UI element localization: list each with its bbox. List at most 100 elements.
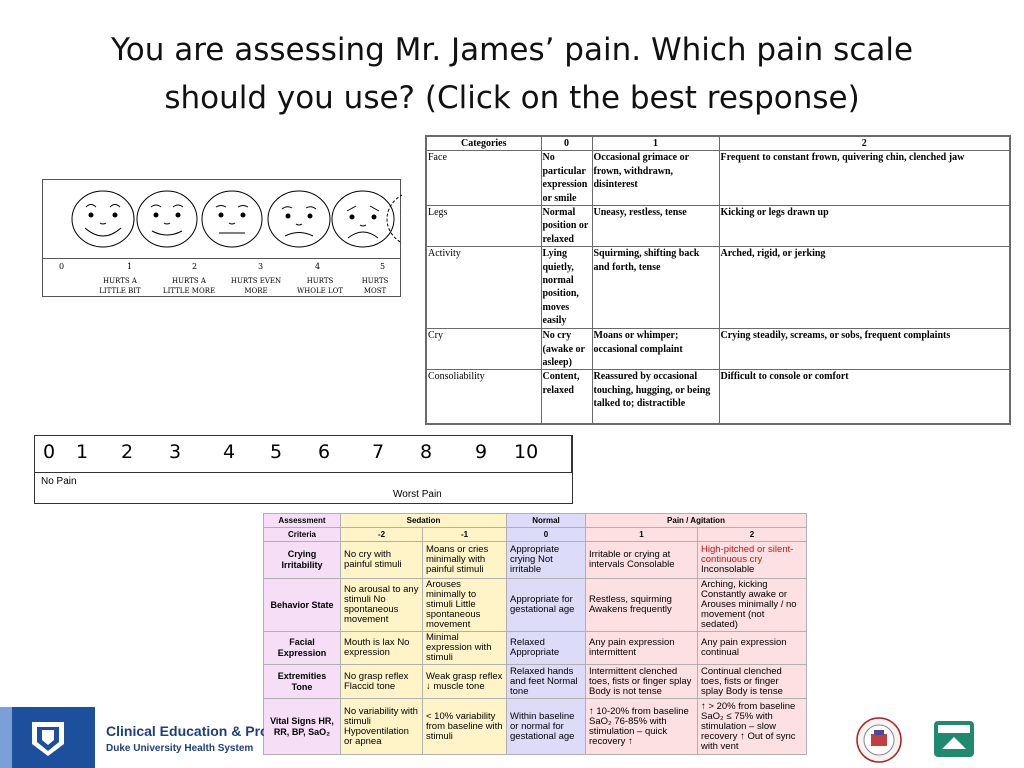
npass-cell: No cry with painful stimuli (340, 541, 423, 579)
flacc-header-row: Categories 0 1 2 (425, 135, 1011, 152)
table-row: Cry No cry (awake or asleep) Moans or wh… (425, 328, 1011, 371)
table-row: Behavior State No arousal to any stimuli… (263, 578, 807, 632)
flacc-cell: Arched, rigid, or jerking (718, 246, 1011, 330)
flacc-cell: Content, relaxed (540, 369, 593, 425)
flacc-cell: Difficult to console or comfort (718, 369, 1011, 425)
flacc-category: Legs (425, 205, 542, 248)
npass-cell: Intermittent clenched toes, fists or fin… (585, 664, 698, 699)
table-row: Crying Irritability No cry with painful … (263, 541, 807, 579)
npass-cell: ↑ > 20% from baseline SaO₂ ≤ 75% with st… (697, 698, 807, 755)
scale-number: 7 (372, 441, 385, 463)
npass-cell: Continual clenched toes, fists or finger… (697, 664, 807, 699)
flacc-cell: No cry (awake or asleep) (540, 328, 593, 371)
npass-cell: Restless, squirming Awakens frequently (585, 578, 698, 632)
npass-header-row: Assessment Sedation Normal Pain / Agitat… (263, 513, 807, 528)
face-number: 2 (192, 262, 198, 271)
npass-criteria-value: -2 (340, 527, 423, 542)
table-row: Legs Normal position or relaxed Uneasy, … (425, 205, 1011, 248)
npass-cell: Weak grasp reflex ↓ muscle tone (422, 664, 507, 699)
face-number: 1 (127, 262, 133, 271)
npass-criteria-value: 1 (585, 527, 698, 542)
flacc-cell: Uneasy, restless, tense (591, 205, 720, 248)
scale-number: 4 (223, 441, 236, 463)
npass-row-label: Facial Expression (263, 631, 341, 665)
flacc-cell: Normal position or relaxed (540, 205, 593, 248)
npass-criteria-value: 0 (506, 527, 586, 542)
npass-cell: Minimal expression with stimuli (422, 631, 507, 665)
npass-cell: Moans or cries minimally with painful st… (422, 541, 507, 579)
face-4-icon (331, 190, 395, 248)
scale-divider (571, 436, 572, 473)
npass-cell: Irritable or crying at intervals Consola… (585, 541, 698, 579)
npass-pain-header: Pain / Agitation (585, 513, 807, 528)
npass-row-label: Crying Irritability (263, 541, 341, 579)
npass-cell: Relaxed hands and feet Normal tone (506, 664, 586, 699)
seal-logo-icon (856, 717, 902, 763)
flacc-category: Activity (425, 246, 542, 330)
npass-cell: Relaxed Appropriate (506, 631, 586, 665)
face-number: 4 (315, 262, 321, 271)
npass-red-text: High-pitched or silent-continuous cry (701, 544, 794, 565)
face-2-icon (201, 190, 263, 248)
face-number: 0 (59, 262, 65, 271)
numeric-scale-numbers: 0 1 2 3 4 5 6 7 8 9 10 (35, 436, 572, 473)
table-row: Activity Lying quietly, normal position,… (425, 246, 1011, 330)
scale-number: 6 (318, 441, 331, 463)
face-0-icon (71, 190, 135, 248)
scale-number: 5 (270, 441, 283, 463)
npass-cell: Mouth is lax No expression (340, 631, 423, 665)
npass-cell: Arouses minimally to stimuli Little spon… (422, 578, 507, 632)
flacc-cell: Lying quietly, normal position, moves ea… (540, 246, 593, 330)
flacc-category: Face (425, 150, 542, 207)
flacc-scale-option[interactable]: Categories 0 1 2 Face No particular expr… (425, 135, 1011, 425)
npass-cell: No variability with stimuli Hypoventilat… (340, 698, 423, 755)
npass-cell: Appropriate crying Not irritable (506, 541, 586, 579)
flacc-cell: Frequent to constant frown, quivering ch… (718, 150, 1011, 207)
npass-cell: < 10% variability from baseline with sti… (422, 698, 507, 755)
flacc-header: 0 (540, 135, 593, 152)
faces-divider (43, 258, 400, 259)
flacc-header: Categories (425, 135, 542, 152)
npass-cell: Within baseline or normal for gestationa… (506, 698, 586, 755)
face-1-icon (136, 190, 198, 248)
numeric-pain-scale-option[interactable]: 0 1 2 3 4 5 6 7 8 9 10 No Pain Worst Pai… (34, 435, 573, 504)
table-row: Facial Expression Mouth is lax No expres… (263, 631, 807, 665)
npass-criteria-value: -1 (422, 527, 507, 542)
flacc-cell: Reassured by occasional touching, huggin… (591, 369, 720, 425)
npass-scale-option[interactable]: Assessment Sedation Normal Pain / Agitat… (263, 513, 807, 755)
npass-cell: Any pain expression continual (697, 631, 807, 665)
npass-cell: ↑ 10-20% from baseline SaO₂ 76-85% with … (585, 698, 698, 755)
duke-logo-icon (32, 722, 64, 756)
no-pain-label: No Pain (41, 476, 77, 487)
flacc-cell: Occasional grimace or frown, withdrawn, … (591, 150, 720, 207)
npass-row-label: Behavior State (263, 578, 341, 632)
flacc-cell: Moans or whimper; occasional complaint (591, 328, 720, 371)
faces-illustration (71, 190, 402, 248)
npass-row-label: Extremities Tone (263, 664, 341, 699)
npass-criteria-label: Criteria (263, 527, 341, 542)
npass-criteria-row: Criteria -2 -1 0 1 2 (263, 527, 807, 542)
scale-number: 8 (420, 441, 433, 463)
table-row: Face No particular expression or smile O… (425, 150, 1011, 207)
flacc-header: 2 (718, 135, 1011, 152)
scale-number: 3 (169, 441, 182, 463)
npass-assessment-header: Assessment (263, 513, 341, 528)
scale-number: 9 (475, 441, 488, 463)
face-number: 5 (380, 262, 386, 271)
flacc-cell: Squirming, shifting back and forth, tens… (591, 246, 720, 330)
flacc-cell: Kicking or legs drawn up (718, 205, 1011, 248)
flacc-cell: Crying steadily, screams, or sobs, frequ… (718, 328, 1011, 371)
magnet-logo-icon (934, 721, 974, 757)
scale-number: 0 (43, 441, 56, 463)
scale-number: 2 (121, 441, 134, 463)
title-line-2: should you use? (Click on the best respo… (164, 80, 860, 116)
face-3-icon (267, 190, 331, 248)
npass-cell: No arousal to any stimuli No spontaneous… (340, 578, 423, 632)
scale-number: 10 (514, 441, 539, 463)
npass-cell: Any pain expression intermittent (585, 631, 698, 665)
flacc-header: 1 (591, 135, 720, 152)
